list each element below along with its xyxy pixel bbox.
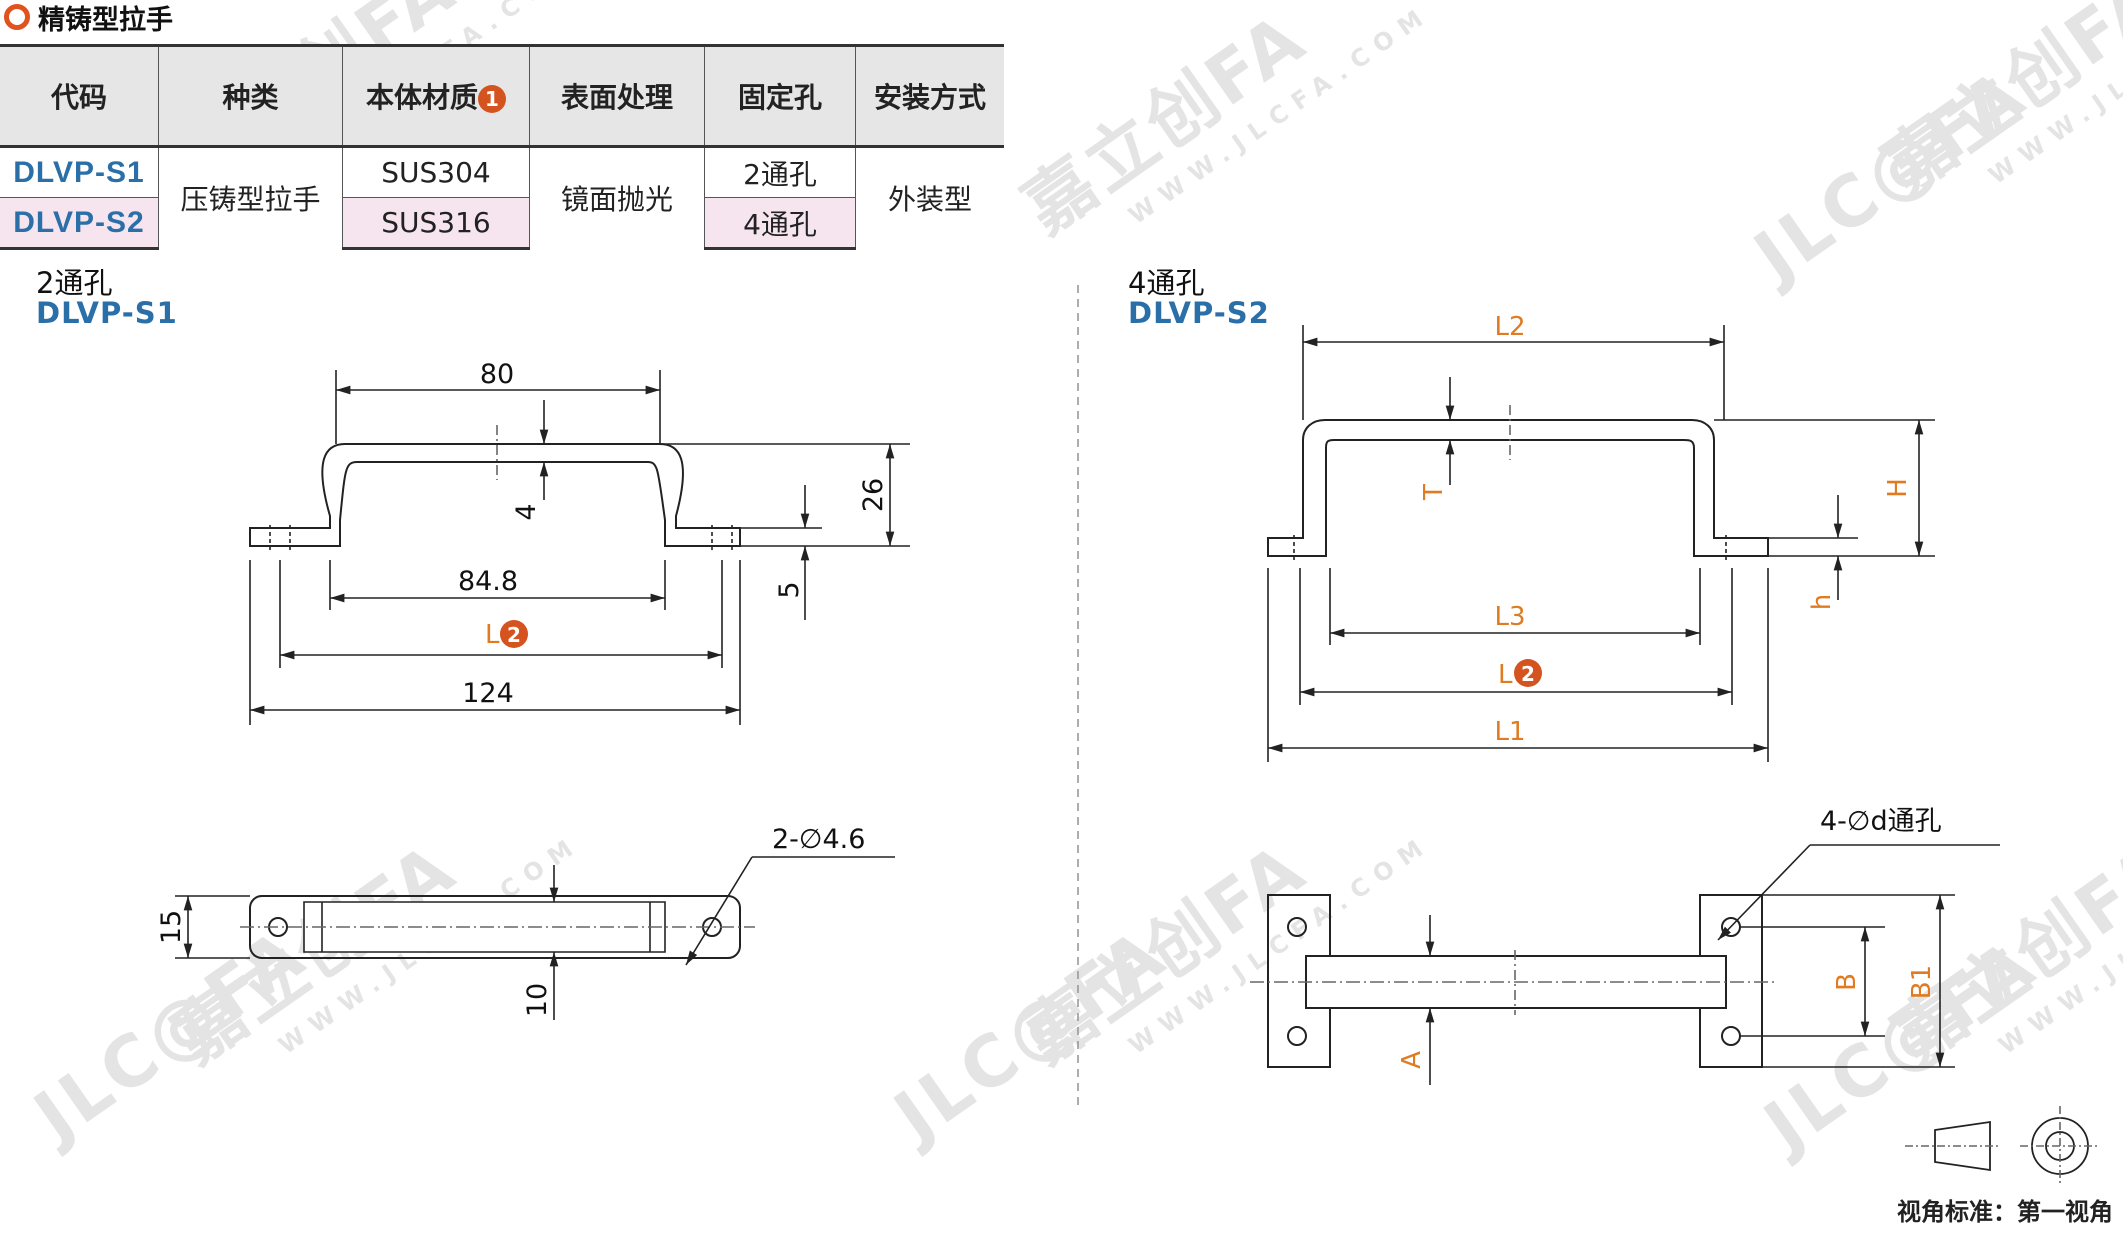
section-title: 精铸型拉手 — [4, 0, 173, 36]
right-top-view — [1250, 844, 2000, 1085]
dim-L: L — [485, 620, 500, 650]
svg-text:2: 2 — [1521, 662, 1535, 686]
left-front-view — [249, 370, 910, 725]
note-badge-L-left: 2 — [500, 620, 528, 648]
note-badge-L-right: 2 — [1514, 659, 1542, 687]
header-type: 种类 — [158, 44, 343, 148]
dim-holes: 2-∅4.6 — [772, 824, 865, 855]
circle-bullet-icon — [4, 4, 30, 30]
row-hole: 4通孔 — [704, 197, 856, 250]
header-hole: 固定孔 — [704, 44, 856, 148]
row-mount: 外装型 — [855, 146, 1004, 249]
row-code: DLVP-S1 — [0, 146, 159, 198]
dim-right-holes: 4-∅d通孔 — [1820, 806, 1942, 837]
dim-L2: L2 — [1494, 312, 1525, 342]
first-angle-projection-icon — [1905, 1106, 2100, 1186]
dim-base-thickness: 5 — [774, 581, 805, 598]
header-code: 代码 — [0, 44, 159, 148]
row-code: DLVP-S2 — [0, 197, 159, 250]
dim-height: 26 — [858, 478, 889, 512]
header-mount: 安装方式 — [855, 44, 1004, 148]
right-code-label: DLVP-S2 — [1128, 296, 1270, 330]
svg-text:2: 2 — [507, 623, 521, 647]
dim-width: 15 — [156, 910, 187, 944]
table-row: DLVP-S1 压铸型拉手 SUS304 镜面抛光 2通孔 外装型 — [0, 146, 1004, 249]
dim-B1: B1 — [1907, 965, 1937, 999]
dim-bar-width: 10 — [522, 983, 553, 1017]
row-material: SUS304 — [342, 146, 530, 198]
row-finish: 镜面抛光 — [529, 146, 705, 249]
left-hole-label: 2通孔 — [36, 266, 113, 300]
dim-L3: L3 — [1494, 602, 1525, 632]
left-code-label: DLVP-S1 — [36, 296, 178, 330]
dim-right-L: L — [1498, 660, 1513, 690]
dim-A: A — [1397, 1051, 1427, 1069]
table-row: DLVP-S2 SUS316 4通孔 — [0, 197, 1004, 250]
dim-inner-length: 84.8 — [458, 566, 518, 597]
right-front-view — [1267, 325, 1935, 762]
dim-top-length: 80 — [480, 359, 514, 390]
dim-thickness: 4 — [511, 503, 542, 520]
row-type: 压铸型拉手 — [158, 146, 343, 249]
dim-H: H — [1883, 478, 1913, 498]
dim-T: T — [1419, 484, 1449, 501]
view-standard-note: 视角标准：第一视角 — [1897, 1198, 2113, 1226]
right-hole-label: 4通孔 — [1128, 266, 1205, 300]
note-badge: 1 — [478, 85, 506, 113]
dim-total-length: 124 — [462, 678, 514, 709]
left-top-view — [175, 856, 895, 1020]
header-finish: 表面处理 — [529, 44, 705, 148]
dim-L1: L1 — [1494, 717, 1525, 747]
row-hole: 2通孔 — [704, 146, 856, 198]
dim-B: B — [1832, 973, 1862, 991]
dim-h: h — [1807, 594, 1837, 610]
row-material: SUS316 — [342, 197, 530, 250]
